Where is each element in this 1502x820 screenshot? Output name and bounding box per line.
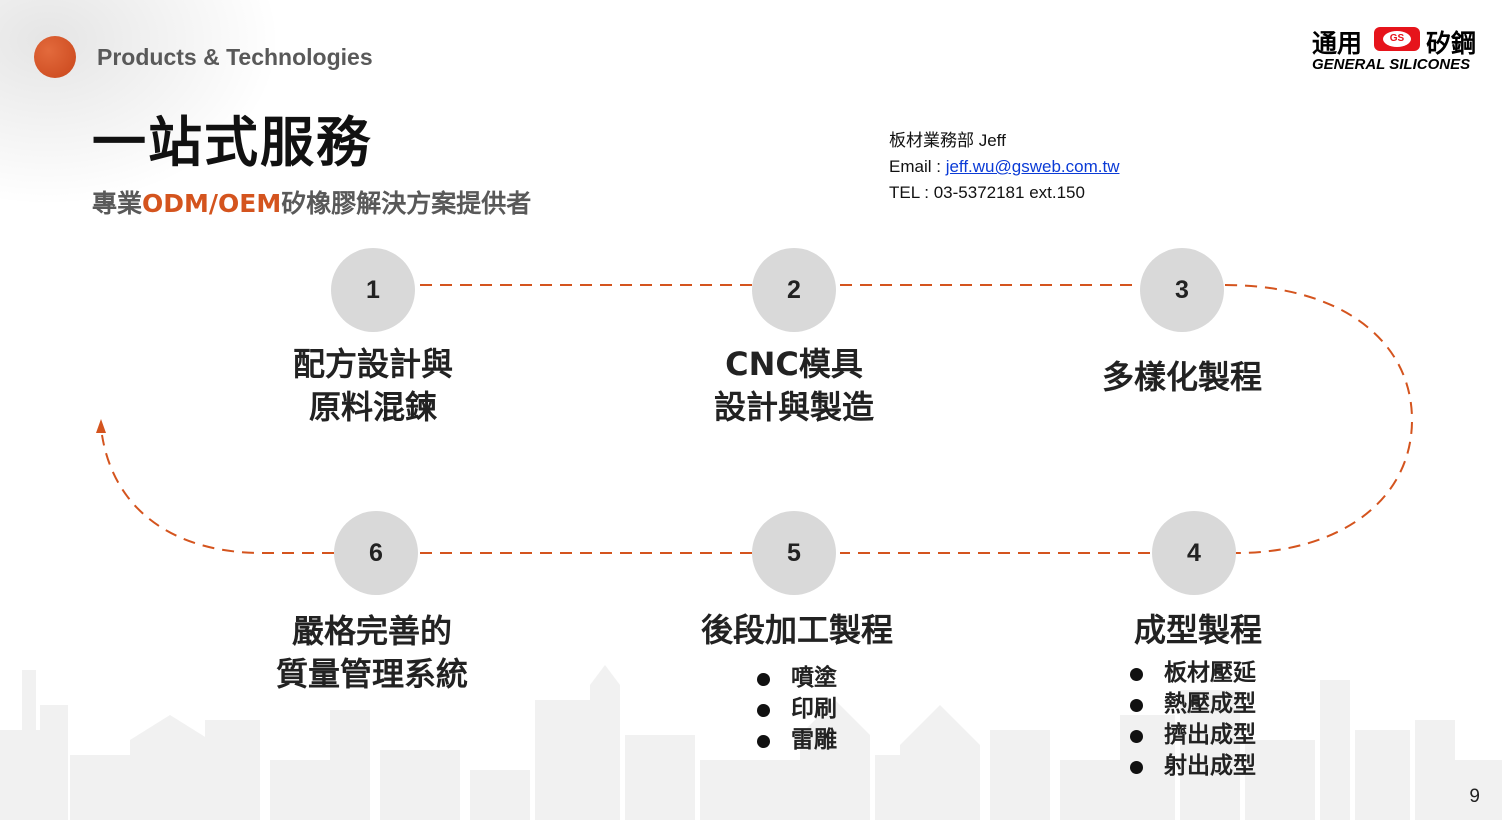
step-6-circle: 6 [334, 511, 418, 595]
step-1-line2: 原料混鍊 [273, 386, 473, 429]
list-item: 射出成型 [1130, 751, 1256, 782]
step-5-list: 噴塗 印刷 雷雕 [757, 663, 837, 756]
list-item: 熱壓成型 [1130, 689, 1256, 720]
step-6-line1: 嚴格完善的 [250, 610, 494, 653]
list-item: 擠出成型 [1130, 720, 1256, 751]
step-2-line2: 設計與製造 [684, 386, 904, 429]
step-2-line1: CNC模具 [684, 343, 904, 386]
step-2-label: CNC模具 設計與製造 [684, 343, 904, 429]
step-1-line1: 配方設計與 [273, 343, 473, 386]
step-4-list: 板材壓延 熱壓成型 擠出成型 射出成型 [1130, 658, 1256, 782]
step-6-label: 嚴格完善的 質量管理系統 [250, 610, 494, 696]
list-item: 印刷 [757, 694, 837, 725]
step-3-line1: 多樣化製程 [1072, 356, 1292, 399]
step-2-circle: 2 [752, 248, 836, 332]
page-number: 9 [1469, 786, 1480, 808]
step-4-circle: 4 [1152, 511, 1236, 595]
step-1-label: 配方設計與 原料混鍊 [273, 343, 473, 429]
step-5-line1: 後段加工製程 [672, 609, 922, 652]
step-5-circle: 5 [752, 511, 836, 595]
step-1-circle: 1 [331, 248, 415, 332]
step-5-label: 後段加工製程 [672, 609, 922, 652]
list-item: 雷雕 [757, 725, 837, 756]
step-6-line2: 質量管理系統 [250, 653, 494, 696]
list-item: 板材壓延 [1130, 658, 1256, 689]
flow-arrow-icon [96, 419, 106, 433]
step-3-circle: 3 [1140, 248, 1224, 332]
list-item: 噴塗 [757, 663, 837, 694]
step-4-line1: 成型製程 [1098, 609, 1298, 652]
step-3-label: 多樣化製程 [1072, 356, 1292, 399]
step-4-label: 成型製程 [1098, 609, 1298, 652]
